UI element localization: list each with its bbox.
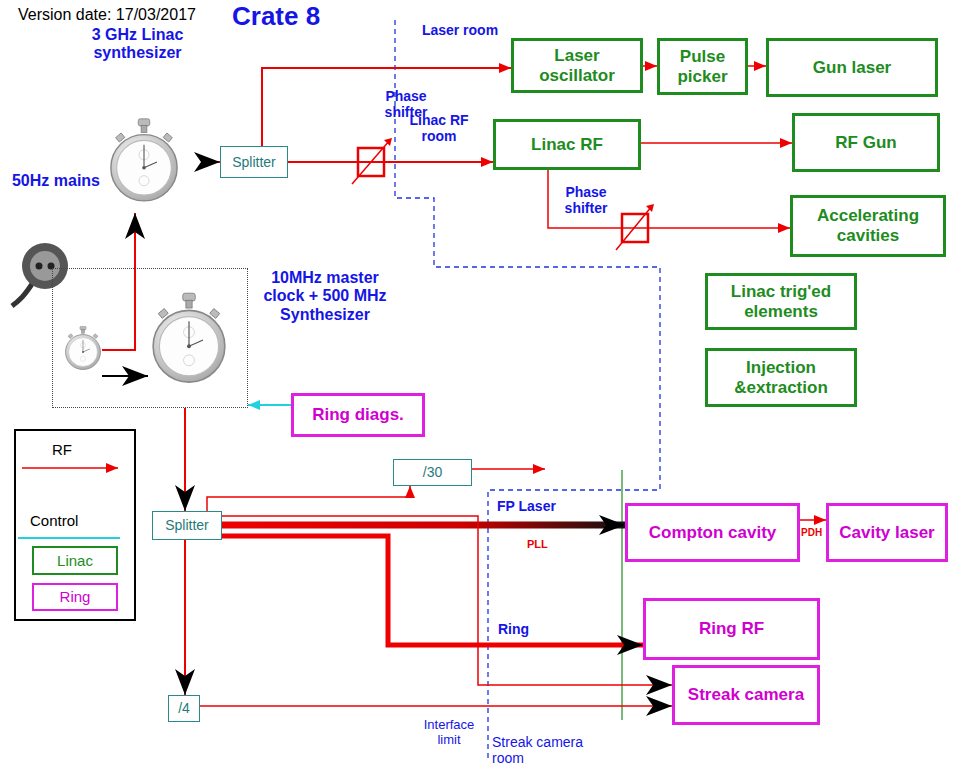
node-text: /4 <box>178 700 190 716</box>
annotation-label: 50Hz mains <box>10 172 102 190</box>
node-text: RF Gun <box>835 133 896 153</box>
linac-box: Accelerating cavities <box>790 195 946 257</box>
linac-box: Injection &extraction <box>705 348 857 407</box>
ring-box: Streak camera <box>672 665 820 725</box>
annotation-label: Linac RF room <box>398 112 480 144</box>
ring-box: Compton cavity <box>625 503 800 562</box>
legend-entry: Linac <box>32 546 118 575</box>
clock-arrow <box>102 375 148 377</box>
rf-connector <box>222 516 672 685</box>
rf-connector <box>200 705 672 707</box>
dashed-room-boundary <box>395 20 660 760</box>
rf-connector <box>222 536 643 645</box>
node-text: Splitter <box>232 154 276 170</box>
annotation-label: Streak camera room <box>492 734 602 766</box>
stopwatch-icon <box>66 326 101 369</box>
ring-box: Ring diags. <box>291 393 425 437</box>
linac-box: RF Gun <box>792 113 940 172</box>
rf-connector <box>548 170 790 228</box>
legend-entry: RF <box>52 441 72 458</box>
rf-connector <box>288 161 493 163</box>
rf-component-box: /30 <box>393 459 472 486</box>
linac-box: Laser oscillator <box>511 38 643 93</box>
legend-entry: Ring <box>32 583 118 611</box>
node-text: Laser oscillator <box>518 46 636 85</box>
rf-connector <box>248 404 291 406</box>
node-text: Cavity laser <box>839 523 934 543</box>
node-text: Linac RF <box>531 135 603 155</box>
linac-box: Pulse picker <box>657 38 748 95</box>
rf-connector <box>643 65 657 67</box>
rf-component-box: Splitter <box>152 511 222 540</box>
annotation-label: Interface limit <box>416 718 482 748</box>
node-text: 3 GHz Linac synthesizer <box>70 26 205 63</box>
node-text: Ring diags. <box>312 405 404 425</box>
rf-connector <box>134 213 136 268</box>
rf-connector <box>262 68 511 146</box>
ring-box: Ring RF <box>643 598 820 660</box>
rf-connector <box>184 408 186 511</box>
rf-connector <box>748 65 766 67</box>
legend-frame <box>15 430 135 620</box>
node-text: 10MHz master clock + 500 MHz Synthesizer <box>259 269 391 324</box>
connector-label: FP Laser <box>497 498 556 514</box>
rf-component-box: /4 <box>168 695 200 722</box>
annotation-label: Phase shifter <box>548 184 624 216</box>
linac-box: Linac trig'ed elements <box>705 273 857 330</box>
rf-connector <box>800 519 826 521</box>
ring-box: Cavity laser <box>826 503 948 562</box>
node-text: Pulse picker <box>664 47 741 86</box>
stopwatch-icon <box>111 119 177 201</box>
clock-group-box: 10MHz master clock + 500 MHz Synthesizer <box>52 268 248 408</box>
node-text: Accelerating cavities <box>797 206 939 245</box>
rf-connector <box>205 161 220 163</box>
rf-connector <box>641 142 792 144</box>
phase-shifter-symbol <box>616 204 654 250</box>
connector-label: PDH <box>801 527 822 539</box>
linac-box: Linac RF <box>493 119 641 170</box>
node-text: /30 <box>423 464 442 480</box>
rf-connector <box>184 540 186 695</box>
plug-icon <box>12 243 68 306</box>
node-text: Gun laser <box>813 58 891 78</box>
annotation-label: Laser room <box>420 22 500 38</box>
rf-component-box: Splitter <box>220 146 288 178</box>
diagram-title: Crate 8 <box>232 2 320 32</box>
rf-connector <box>222 522 625 529</box>
annotation-label: PLL <box>527 538 548 551</box>
stopwatch-icon <box>153 293 225 382</box>
rf-wire <box>102 268 135 350</box>
node-text: Ring RF <box>699 619 764 639</box>
node-text: Streak camera <box>688 685 804 705</box>
node-text: Compton cavity <box>649 523 777 543</box>
rf-wire <box>472 468 545 470</box>
node-text: Linac trig'ed elements <box>712 282 850 321</box>
connector-label: Ring <box>498 621 529 637</box>
linac-box: Gun laser <box>766 38 938 97</box>
rf-connector <box>207 486 410 511</box>
node-text: Injection &extraction <box>712 358 850 397</box>
annotation-label: Version date: 17/03/2017 <box>18 6 196 24</box>
node-text: Splitter <box>165 517 209 533</box>
interface-line <box>621 470 622 720</box>
legend-entry: Control <box>30 512 78 529</box>
